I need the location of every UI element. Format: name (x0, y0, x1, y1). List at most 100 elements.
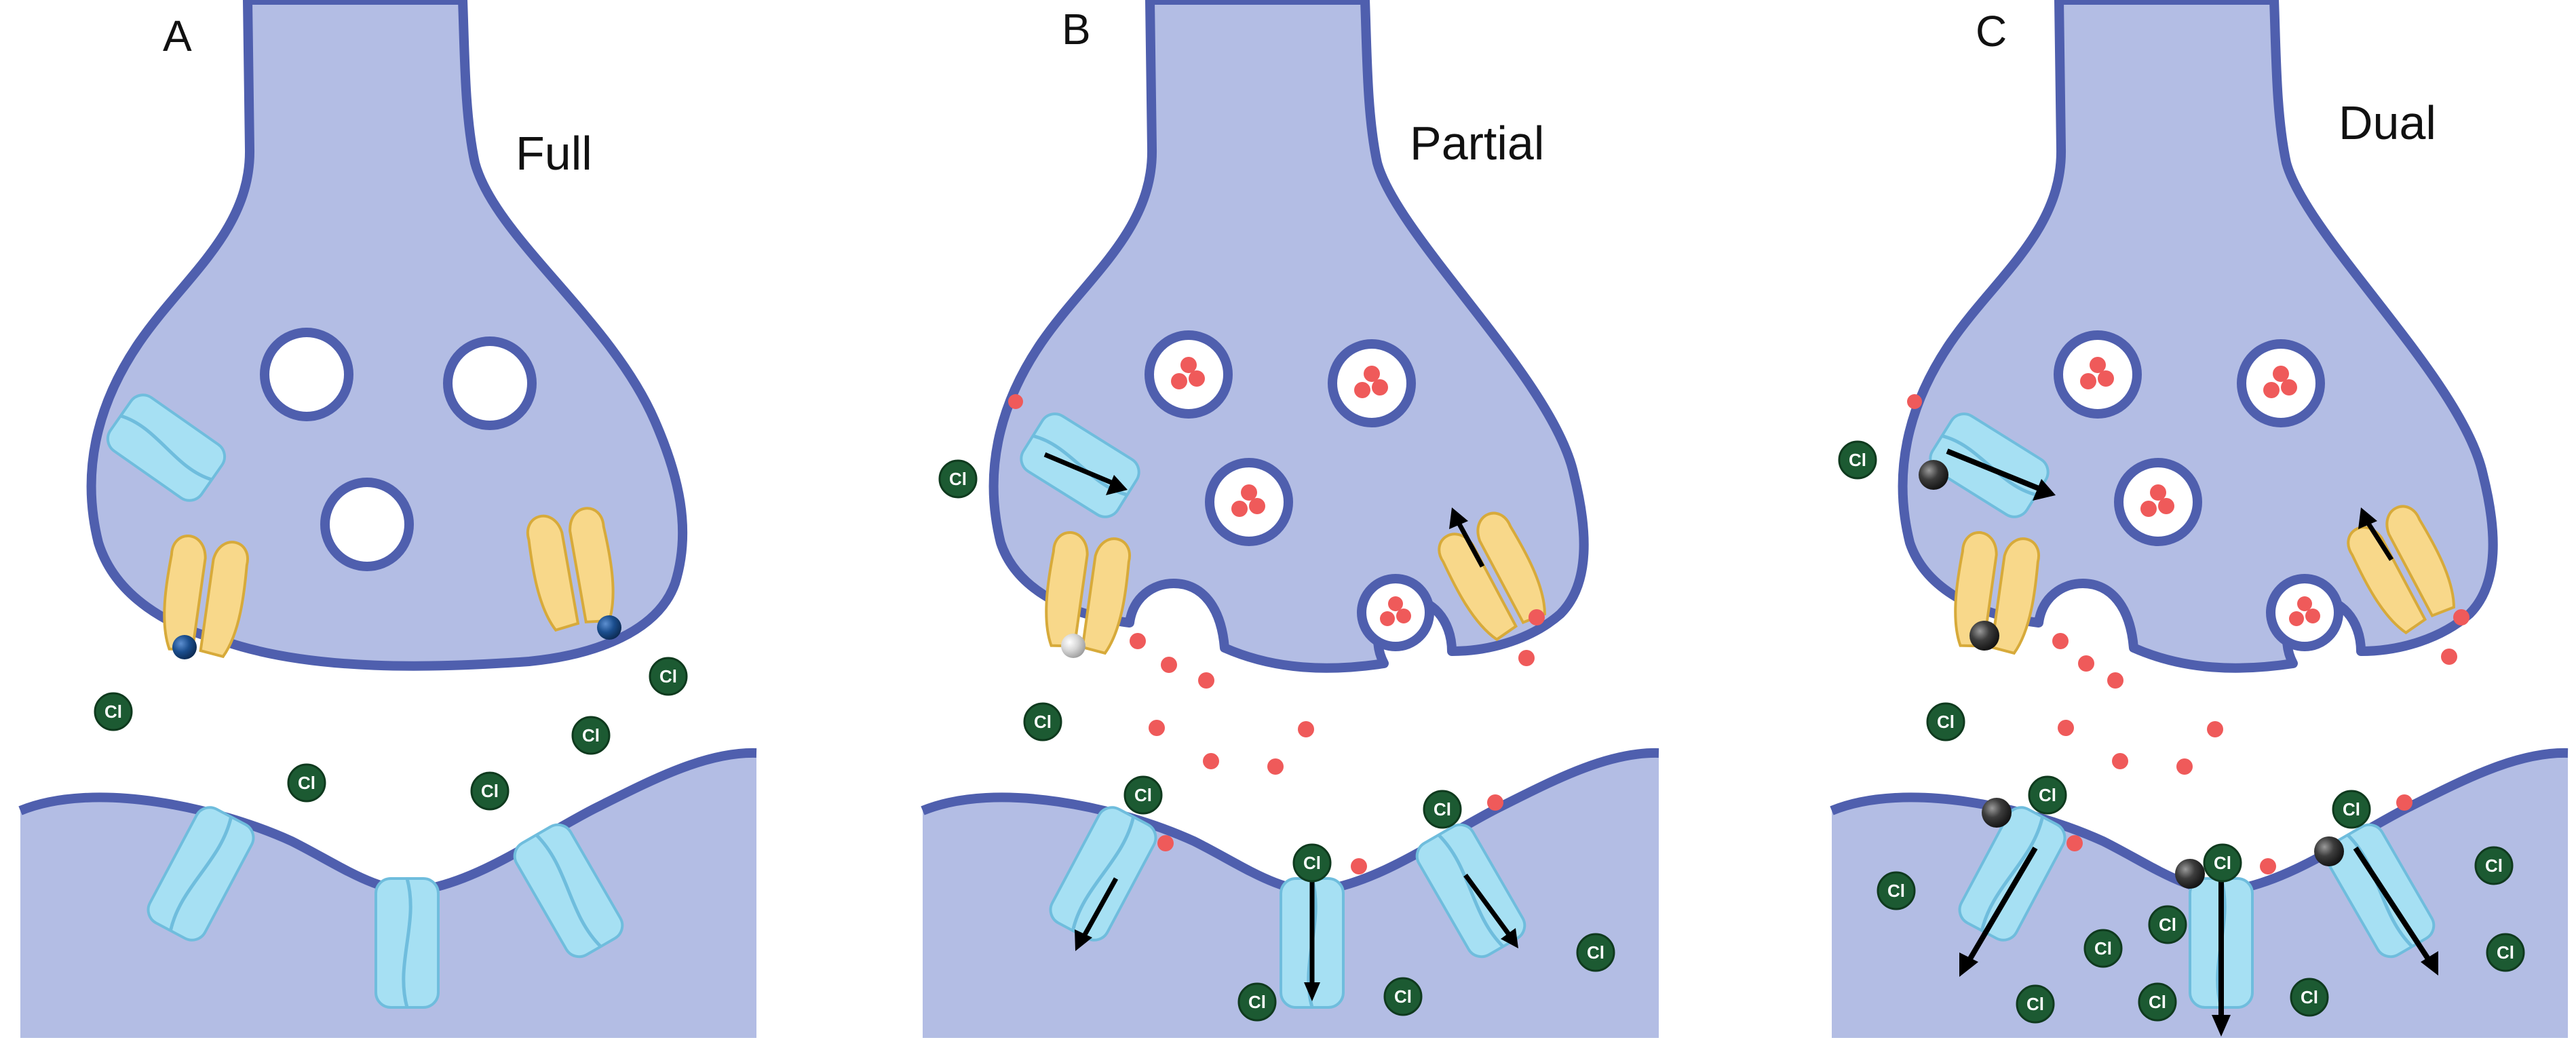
svg-text:Cl: Cl (104, 701, 122, 722)
flow-arrow-head (1075, 929, 1092, 951)
svg-text:Cl: Cl (949, 469, 967, 489)
vesicle (1205, 458, 1293, 546)
vesicle (2266, 574, 2343, 651)
chloride-ion: Cl (1383, 977, 1423, 1016)
svg-text:Cl: Cl (481, 781, 499, 801)
svg-text:Cl: Cl (582, 725, 600, 746)
svg-text:Cl: Cl (2301, 987, 2318, 1007)
flow-arrow-head (2358, 507, 2377, 529)
chloride-ion: Cl (1123, 775, 1163, 815)
panel-b: Cl Cl Cl Cl Cl Cl Cl Cl B Partial (921, 0, 1659, 1038)
panel-title: Partial (1410, 117, 1544, 170)
svg-text:Cl: Cl (2497, 942, 2514, 963)
flow-arrow-head (1304, 982, 1320, 1001)
chloride-ion: Cl (2290, 978, 2329, 1017)
flow-arrow-head (2212, 1015, 2231, 1037)
neurotransmitter-molecules (1907, 394, 2469, 874)
dual-agonist (2175, 859, 2205, 889)
glycine-receptor (1049, 806, 1157, 942)
fusing-vesicle (2058, 598, 2110, 650)
fusing-vesicle (1149, 598, 1201, 650)
vesicle (1145, 330, 1233, 419)
vesicle (2237, 339, 2325, 427)
svg-text:Cl: Cl (2026, 994, 2044, 1014)
chloride-ion: Cl (1576, 933, 1615, 972)
dual-agonist (2314, 836, 2344, 866)
presynaptic-terminal (86, 0, 688, 671)
svg-text:Cl: Cl (2094, 938, 2112, 959)
flow-arrow (1463, 873, 1512, 938)
vesicle (260, 328, 353, 421)
svg-text:Cl: Cl (1587, 942, 1604, 963)
vesicle (320, 478, 414, 571)
neurotransmitter-molecules (1008, 394, 1545, 874)
svg-text:Cl: Cl (2214, 853, 2231, 873)
svg-text:Cl: Cl (1248, 992, 1266, 1012)
svg-text:Cl: Cl (1034, 712, 1052, 732)
chloride-ion: Cl (2028, 775, 2067, 815)
chloride-ion: Cl (1877, 871, 1916, 910)
svg-text:Cl: Cl (2343, 799, 2360, 819)
panel-letter: C (1976, 7, 2007, 56)
svg-text:Cl: Cl (1434, 799, 1451, 819)
dual-agonist (1919, 460, 1948, 490)
vesicle (1357, 574, 1434, 651)
svg-text:Cl: Cl (2039, 785, 2056, 805)
flow-arrow (1079, 877, 1119, 941)
panel-title: Full (516, 127, 592, 180)
chloride-ion: Cl (1237, 982, 1277, 1022)
chloride-ion: Cl (571, 716, 611, 755)
chloride-ion: Cl (938, 459, 978, 499)
glycine-receptor (106, 393, 227, 502)
flow-arrow (2353, 846, 2433, 964)
flow-arrow-head (1106, 475, 1128, 495)
flow-arrow (1043, 452, 1114, 486)
dual-agonist (1969, 621, 1999, 651)
svg-text:Cl: Cl (2149, 992, 2166, 1012)
panel-a: Cl Cl Cl Cl Cl A Full (18, 0, 757, 1038)
chloride-ions: Cl Cl Cl Cl Cl Cl Cl Cl Cl Cl Cl Cl Cl (1838, 440, 2525, 1024)
glycine-transporter (1954, 531, 2040, 655)
svg-text:Cl: Cl (1937, 712, 1955, 732)
flow-arrow-head (1501, 928, 1518, 948)
glycine-transporter (526, 507, 615, 632)
svg-text:Cl: Cl (1887, 881, 1905, 901)
chloride-ion: Cl (2016, 984, 2055, 1024)
chloride-ion: Cl (1423, 790, 1462, 829)
partial-agonist (1061, 634, 1085, 658)
svg-text:Cl: Cl (298, 773, 315, 793)
svg-text:Cl: Cl (1849, 450, 1866, 470)
chloride-ion: Cl (2083, 929, 2123, 968)
presynaptic-terminal (988, 0, 1589, 673)
flow-arrow (1965, 846, 2038, 965)
vesicle (443, 336, 537, 430)
chloride-ion: Cl (1926, 702, 1965, 741)
svg-text:Cl: Cl (1303, 853, 1321, 873)
chloride-ion: Cl (1838, 440, 1877, 480)
panel-title: Dual (2339, 96, 2436, 149)
svg-text:Cl: Cl (1134, 785, 1152, 805)
glycine-transporter (1438, 512, 1546, 642)
flow-arrow (2364, 519, 2394, 561)
flow-arrow (1455, 519, 1485, 568)
vesicle (1328, 339, 1416, 427)
full-agonist (597, 615, 621, 640)
chloride-ion: Cl (1292, 843, 1332, 883)
empty-vesicles (260, 328, 537, 571)
chloride-ion: Cl (287, 763, 326, 803)
flow-arrow-head (1449, 507, 1468, 529)
vesicle (2114, 458, 2202, 546)
presynaptic-terminal (1898, 0, 2498, 673)
flow-arrow (1946, 448, 2040, 491)
glycine-receptor (374, 877, 440, 1009)
panel-letter: A (163, 12, 192, 60)
chloride-ions: Cl Cl Cl Cl Cl Cl Cl Cl (938, 459, 1615, 1022)
vesicle (2054, 330, 2142, 419)
glycine-transporter (2347, 505, 2455, 635)
flow-arrow-head (1959, 952, 1978, 977)
chloride-ion: Cl (2332, 790, 2371, 829)
svg-text:Cl: Cl (659, 666, 677, 687)
chloride-ion: Cl (470, 771, 510, 811)
flow-arrow-head (2421, 951, 2438, 976)
